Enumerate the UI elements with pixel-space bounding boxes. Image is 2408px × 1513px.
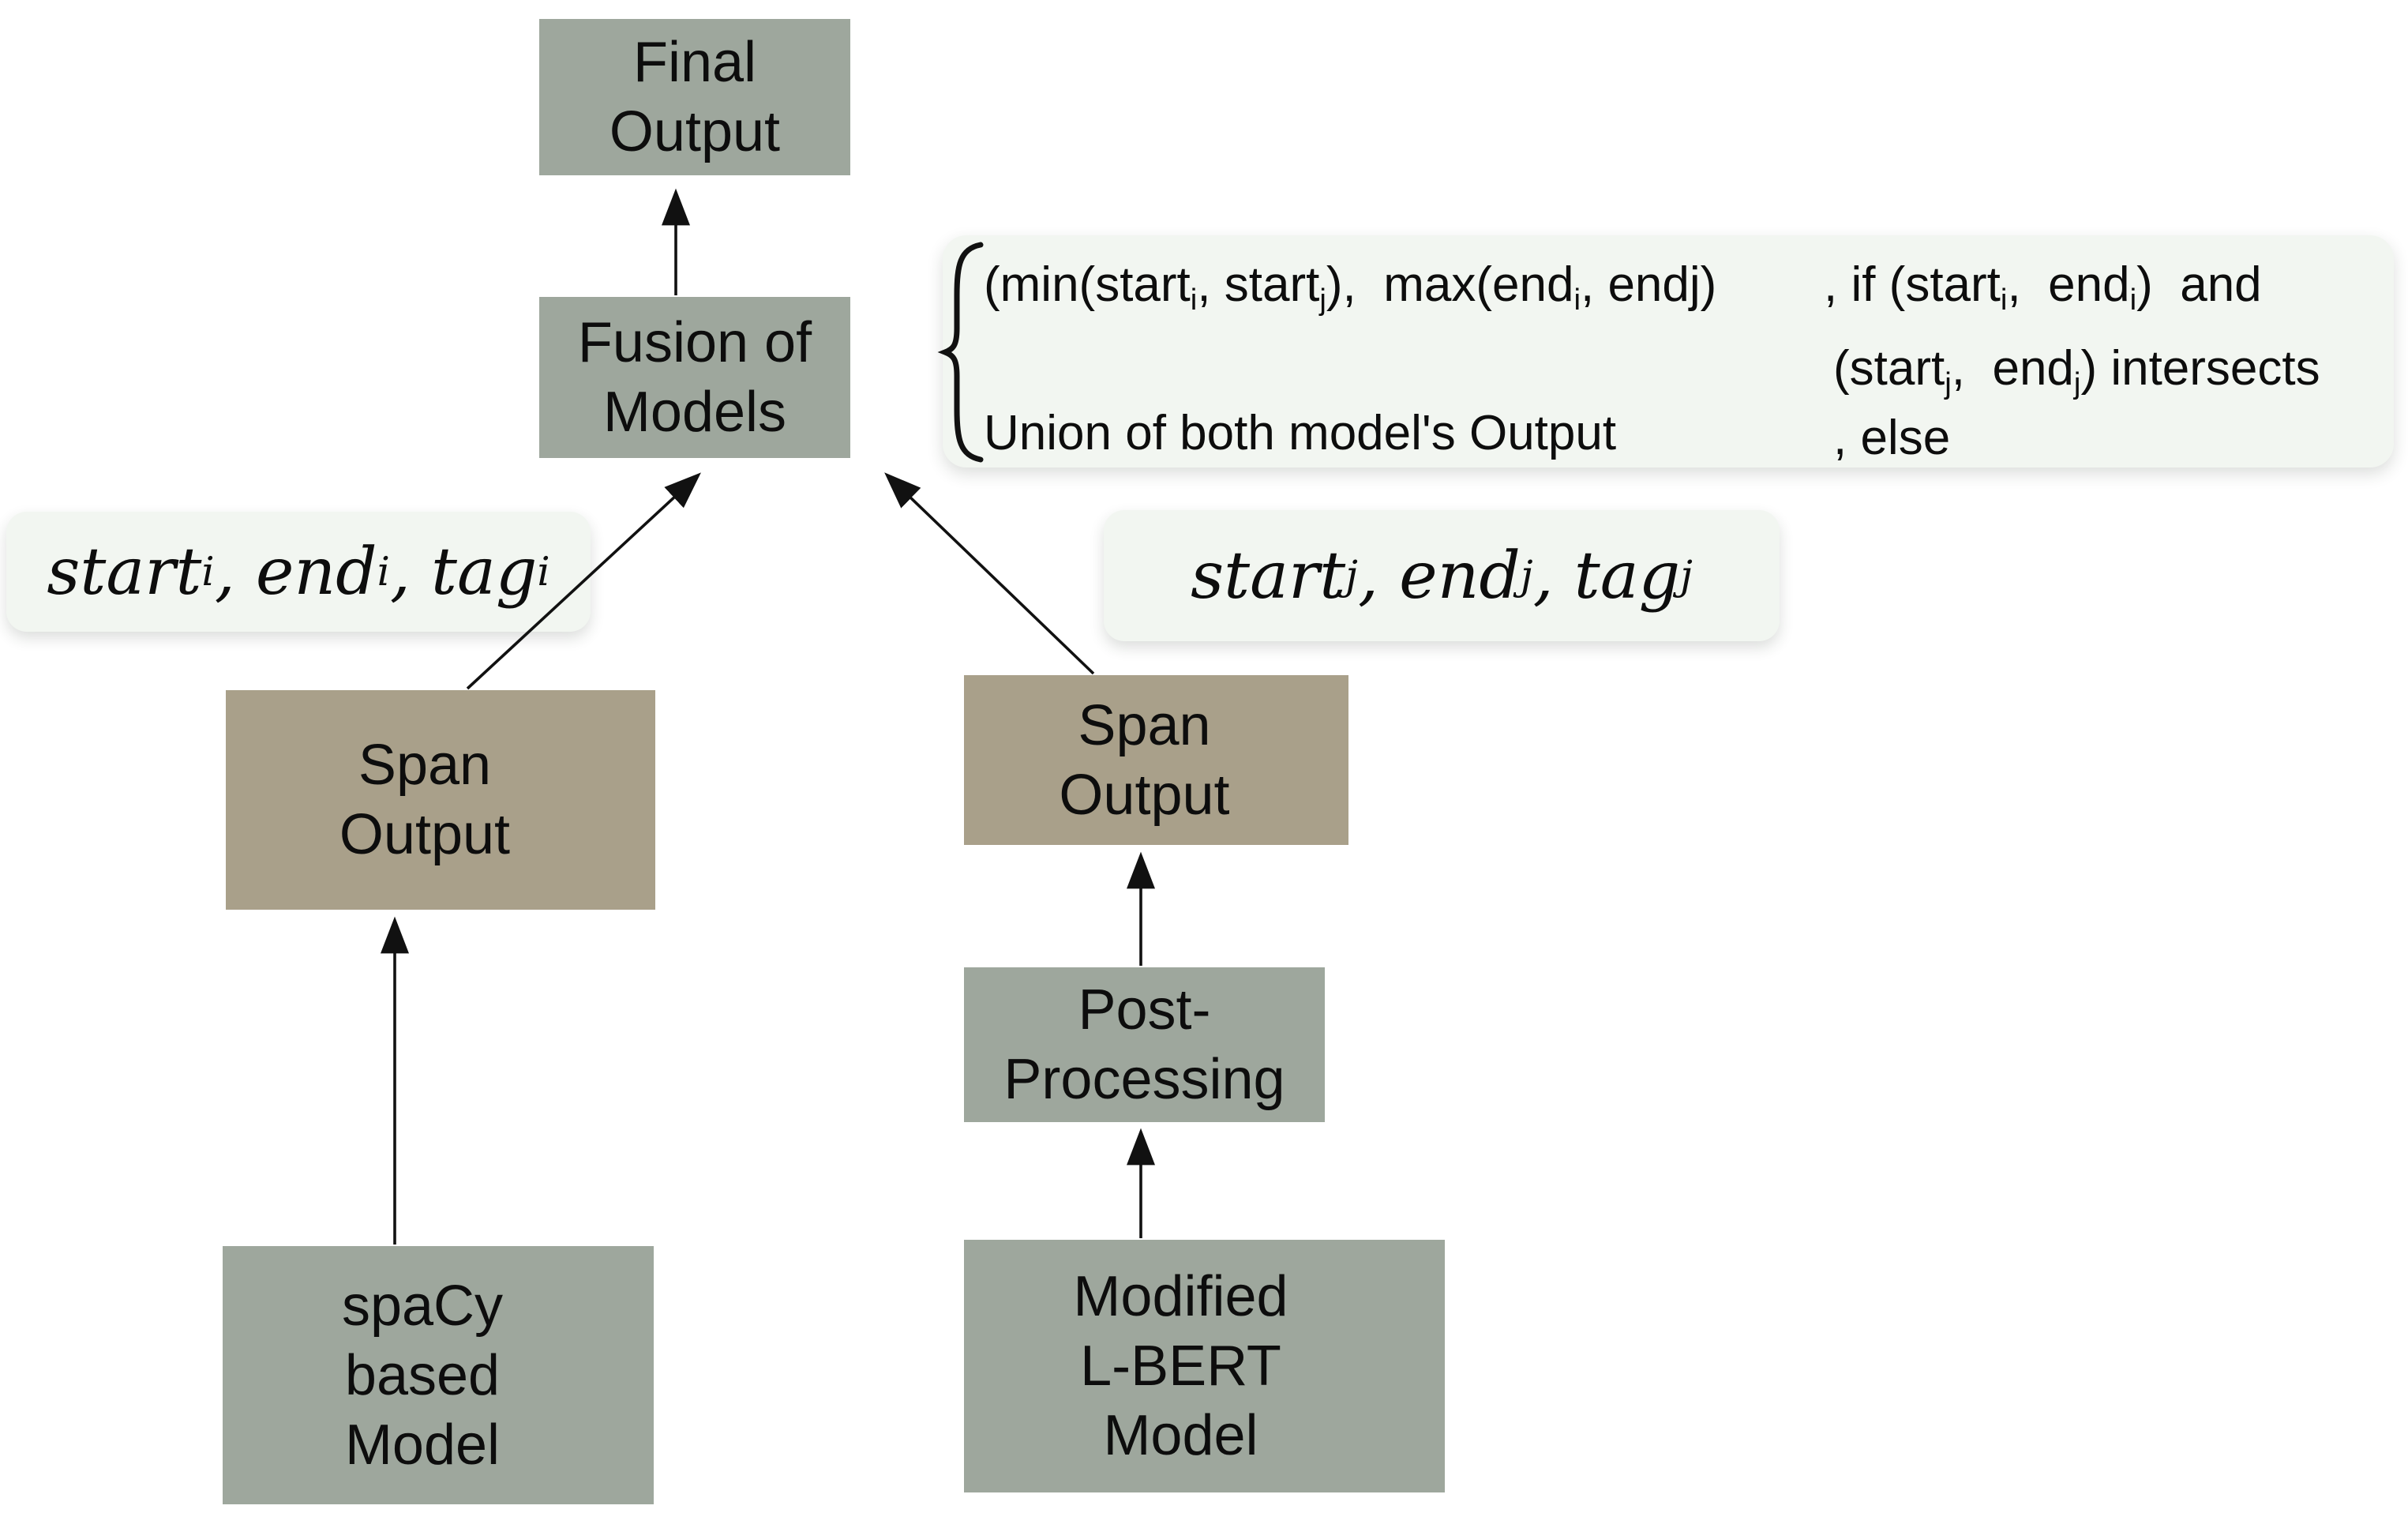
lbert-model-line3: Model [1103,1404,1258,1467]
spacy-model-line3: Model [344,1413,501,1477]
lbert-model-box: Modified L-BERT Model [964,1240,1445,1492]
spacy-model-line1: spaCy [341,1274,504,1338]
formula-condition-line3: , else [1833,411,1951,465]
span-output-right-line2: Output [1059,763,1230,827]
span-output-left-line1: Span [358,734,492,797]
spacy-model-line2: based [344,1343,501,1407]
post-processing-box: Post- Processing [964,967,1325,1122]
final-output-label-line1: Final [632,31,757,94]
fusion-label-line2: Models [602,381,787,444]
formula-union-line: Union of both model's Output [984,406,1617,460]
lbert-model-line2: L-BERT [1080,1335,1281,1398]
spacy-model-box: spaCy based Model [223,1246,654,1504]
formula-condition-line2: (startj, endj) intersects [1833,341,2320,400]
formula-value-line: (min(starti, startj), max(endi, endj) [984,257,1717,317]
fusion-of-models-box: Fusion of Models [539,297,850,458]
formula-condition-line1: , if (starti, endi) and [1824,257,2262,317]
final-output-label-line2: Output [609,100,781,163]
post-processing-line2: Processing [1003,1048,1285,1111]
span-output-left-box: Span Output [226,690,655,910]
post-processing-line1: Post- [1078,978,1211,1042]
final-output-box: Final Output [539,19,850,175]
span-output-left-line2: Output [339,803,511,866]
fusion-formula-panel: (min(starti, startj), max(endi, endj) Un… [943,235,2394,467]
span-output-right-box: Span Output [964,675,1348,845]
span-output-right-line1: Span [1078,693,1211,757]
lbert-model-line1: Modified [1073,1265,1288,1328]
fusion-label-line1: Fusion of [577,311,812,374]
